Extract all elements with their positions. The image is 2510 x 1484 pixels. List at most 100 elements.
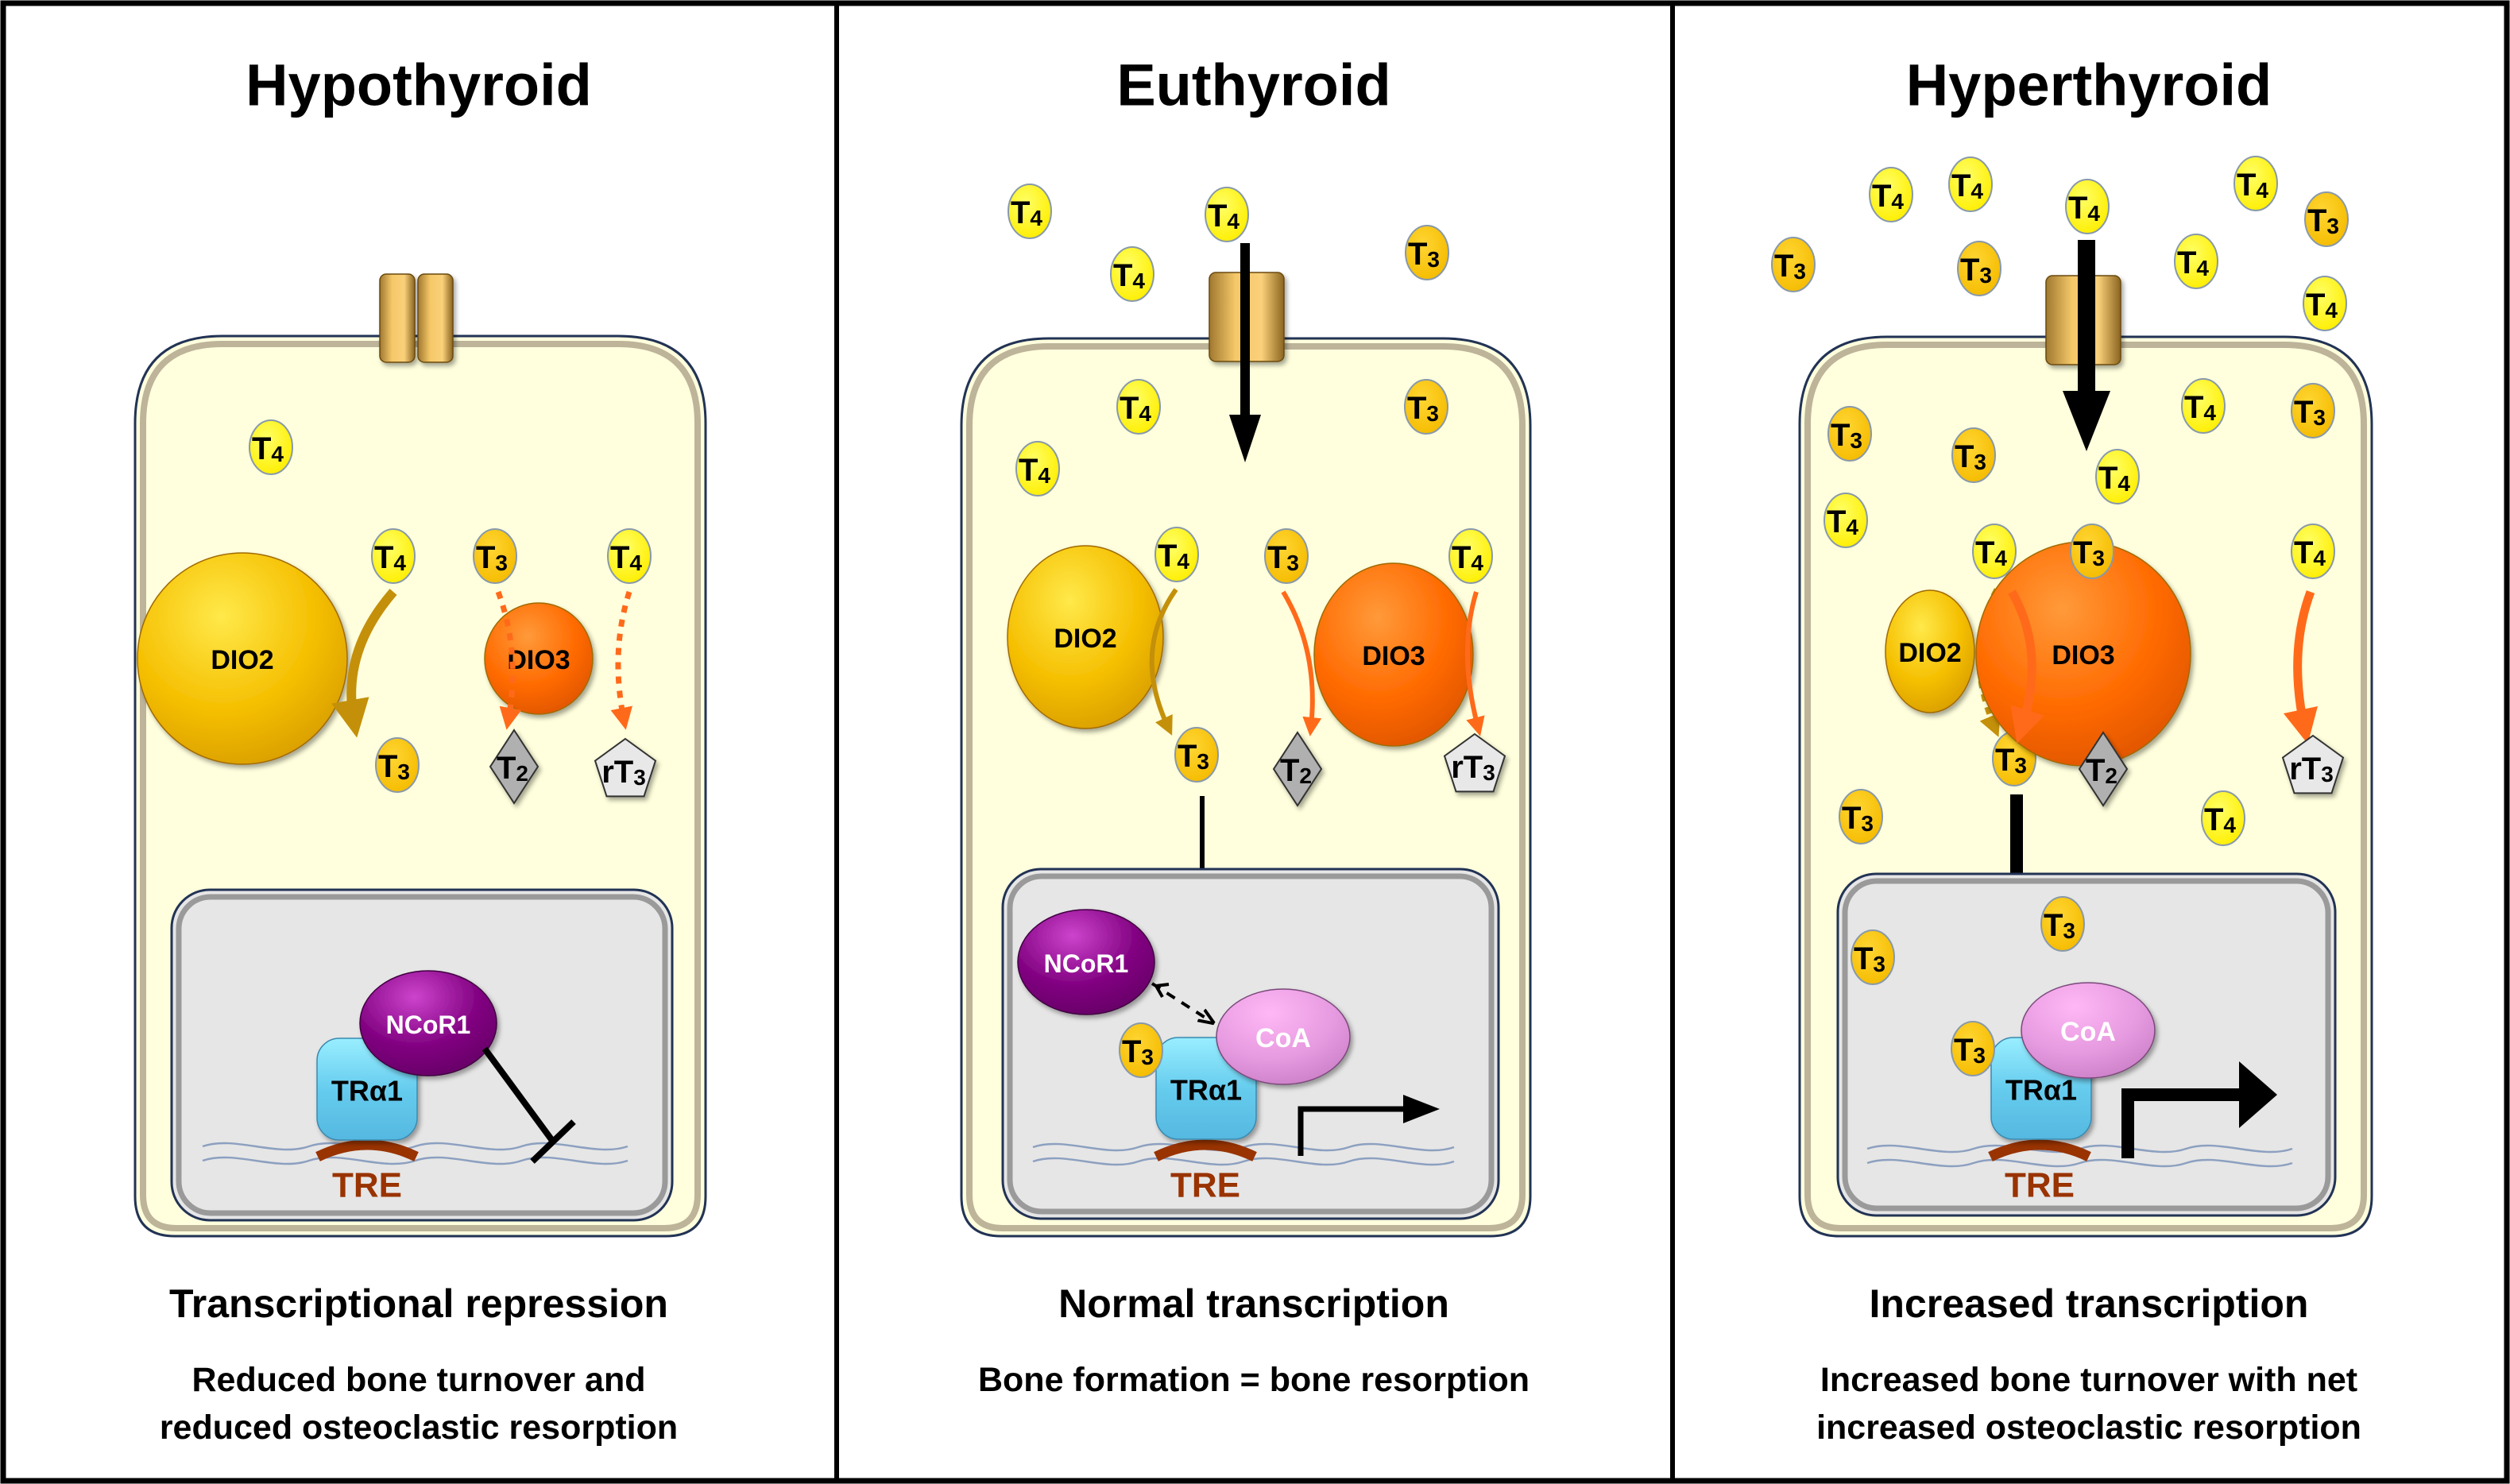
ncor1-ellipse xyxy=(1017,909,1155,1015)
dio2-sphere xyxy=(1007,545,1164,729)
t3-bubble xyxy=(1119,1022,1163,1078)
t4-hormone: T4 xyxy=(1154,527,1199,582)
repression-bar xyxy=(530,1119,576,1164)
hormone-label: T4 xyxy=(1113,258,1145,293)
t4-bubble xyxy=(2233,156,2278,211)
hormone-label: T4 xyxy=(1452,540,1483,575)
transcription-summary: Transcriptional repression xyxy=(169,1281,668,1326)
coactivator: CoA xyxy=(1216,988,1351,1085)
t4-bubble xyxy=(1007,184,1052,239)
t2-hormone: T2 xyxy=(489,728,540,805)
t3-bubble xyxy=(473,528,517,584)
rt3-hormone: rT3 xyxy=(2281,734,2345,794)
hormone-label: T3 xyxy=(1960,253,1992,288)
coa-ellipse xyxy=(2021,982,2156,1079)
hormone-label: T4 xyxy=(1011,195,1042,230)
enzyme-label: DIO3 xyxy=(2052,640,2114,671)
dio3-sphere xyxy=(1313,562,1474,747)
cofactor-exchange-arrowhead xyxy=(1154,983,1170,998)
t4-bubble xyxy=(1869,167,1913,222)
hormone-label: T3 xyxy=(476,540,508,575)
t3-bubble xyxy=(2291,383,2335,439)
t4-bubble xyxy=(1824,493,1868,548)
t4-hormone: T4 xyxy=(249,419,293,475)
hormone-label: T3 xyxy=(1408,237,1440,272)
dio3-enzyme: DIO3 xyxy=(484,602,594,715)
dio2-enzyme: DIO2 xyxy=(1885,589,1975,713)
enzyme-label: DIO2 xyxy=(1054,624,1116,654)
t4-bubble xyxy=(1154,527,1199,582)
t3-hormone: T3 xyxy=(1119,1022,1163,1078)
t3-hormone: T3 xyxy=(1404,379,1448,435)
t3-bubble xyxy=(1827,406,1872,462)
hormone-label: T3 xyxy=(1178,739,1209,774)
hormone-label: T4 xyxy=(252,431,284,466)
t4-bubble xyxy=(1448,528,1493,584)
coa-label: CoA xyxy=(1255,1023,1311,1053)
ncor1-label: NCoR1 xyxy=(386,1011,471,1039)
hormone-label: T2 xyxy=(1280,753,1312,788)
hormone-label: T4 xyxy=(610,540,642,575)
t4-hormone: T4 xyxy=(1448,528,1493,584)
t3-hormone: T3 xyxy=(1264,528,1309,584)
hormone-label: rT3 xyxy=(1451,750,1495,785)
hormone-label: T3 xyxy=(2307,203,2339,238)
t4-hormone: T4 xyxy=(2303,276,2347,331)
t3-bubble xyxy=(2040,896,2085,952)
t3-bubble xyxy=(375,737,420,793)
panel-title: Hyperthyroid xyxy=(1906,52,2272,118)
enzyme-label: DIO3 xyxy=(1362,641,1425,671)
t2-diamond xyxy=(489,728,540,805)
hormone-label: rT3 xyxy=(2289,752,2334,786)
tre-element xyxy=(1988,1139,2091,1161)
coa-ellipse xyxy=(1216,988,1351,1085)
hormone-label: T4 xyxy=(2184,390,2216,425)
hormone-label: rT3 xyxy=(601,755,646,790)
hormone-label: T3 xyxy=(1831,418,1862,453)
t4-hormone: T4 xyxy=(1205,187,1249,242)
transcription-summary: Normal transcription xyxy=(1058,1281,1449,1326)
t4-bubble xyxy=(607,528,652,584)
bone-effect-text: reduced osteoclastic resorption xyxy=(160,1409,678,1447)
t3-bubble xyxy=(2070,524,2114,579)
hormone-influx-arrow xyxy=(2063,240,2110,451)
dio2-enzyme: DIO2 xyxy=(1007,545,1164,729)
hormone-label: T3 xyxy=(1774,249,1806,284)
dio3-sphere xyxy=(484,602,594,715)
tre-label: TRE xyxy=(1170,1166,1240,1205)
tra1-label: TRα1 xyxy=(331,1075,403,1107)
t3-bubble xyxy=(1404,379,1448,435)
hormone-label: T4 xyxy=(2068,191,2100,226)
enzyme-label: DIO2 xyxy=(1898,638,1961,668)
t3-hormone: T3 xyxy=(1827,406,1872,462)
dio3-t4-inactivation-arrow xyxy=(610,590,632,730)
t4-bubble xyxy=(2065,179,2110,234)
t3-bubble xyxy=(2304,191,2349,247)
t4-hormone: T4 xyxy=(1110,246,1154,302)
t2-diamond xyxy=(1272,731,1323,807)
t4-bubble xyxy=(2095,449,2140,504)
hormone-label: T3 xyxy=(2073,535,2105,570)
t3-bubble xyxy=(1951,1021,1995,1076)
t3-bubble xyxy=(1851,929,1895,985)
t4-hormone: T4 xyxy=(2095,449,2140,504)
t3-hormone: T3 xyxy=(1951,427,1996,483)
hormone-label: T3 xyxy=(1854,941,1885,976)
hormone-label: T4 xyxy=(1872,179,1904,214)
transcription-start-arrow xyxy=(2121,1061,2277,1158)
t3-bubble xyxy=(1951,427,1996,483)
hormone-label: T3 xyxy=(1995,743,2027,778)
hormone-label: T4 xyxy=(1951,168,1983,203)
hormone-label: T4 xyxy=(2306,288,2338,323)
t4-bubble xyxy=(249,419,293,475)
nucleus-envelope-inner xyxy=(1842,878,2331,1212)
t4-bubble xyxy=(2201,790,2245,846)
t3-bubble xyxy=(1771,237,1816,292)
t4-bubble xyxy=(2291,524,2335,579)
t2-hormone: T2 xyxy=(1272,731,1323,807)
hormone-label: T2 xyxy=(2086,753,2117,788)
tre-label: TRE xyxy=(2005,1166,2075,1205)
